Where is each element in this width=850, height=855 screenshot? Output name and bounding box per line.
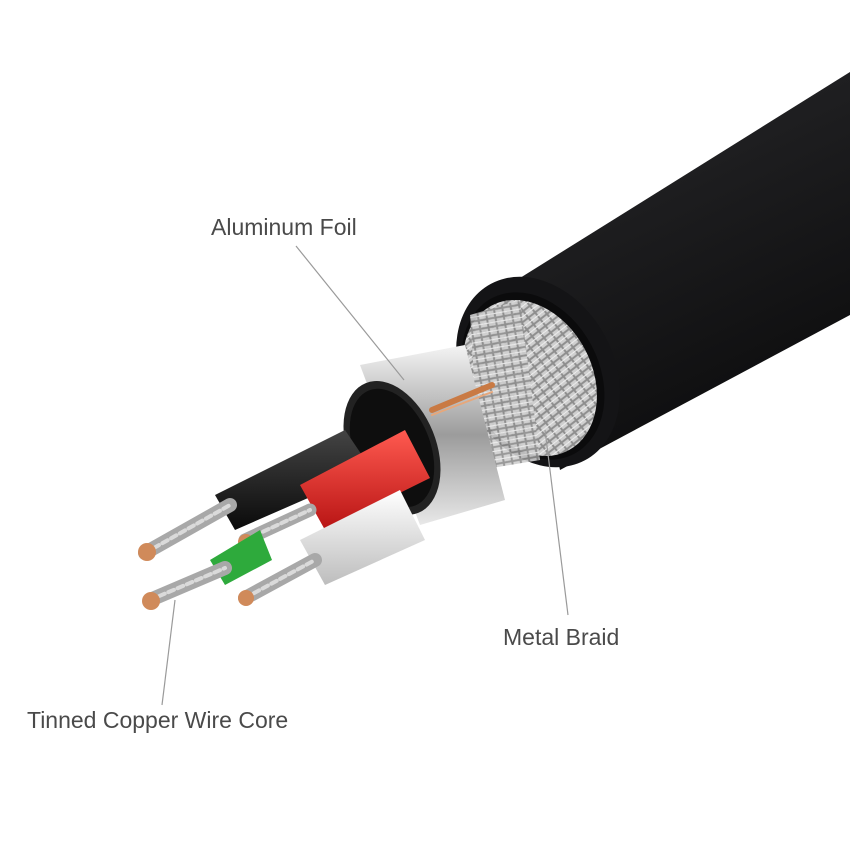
leader-line-core — [161, 599, 176, 706]
drain-wire — [429, 382, 495, 416]
metal-braid — [463, 299, 597, 470]
white-wire — [238, 490, 425, 606]
label-tinned-copper-core: Tinned Copper Wire Core — [27, 707, 289, 733]
label-aluminum-foil: Aluminum Foil — [211, 214, 357, 240]
black-wire — [138, 430, 372, 561]
leader-lines — [161, 245, 569, 706]
label-metal-braid: Metal Braid — [503, 624, 620, 650]
leader-line-braid — [544, 429, 569, 616]
green-wire — [142, 530, 272, 610]
leader-line-foil — [295, 245, 405, 381]
